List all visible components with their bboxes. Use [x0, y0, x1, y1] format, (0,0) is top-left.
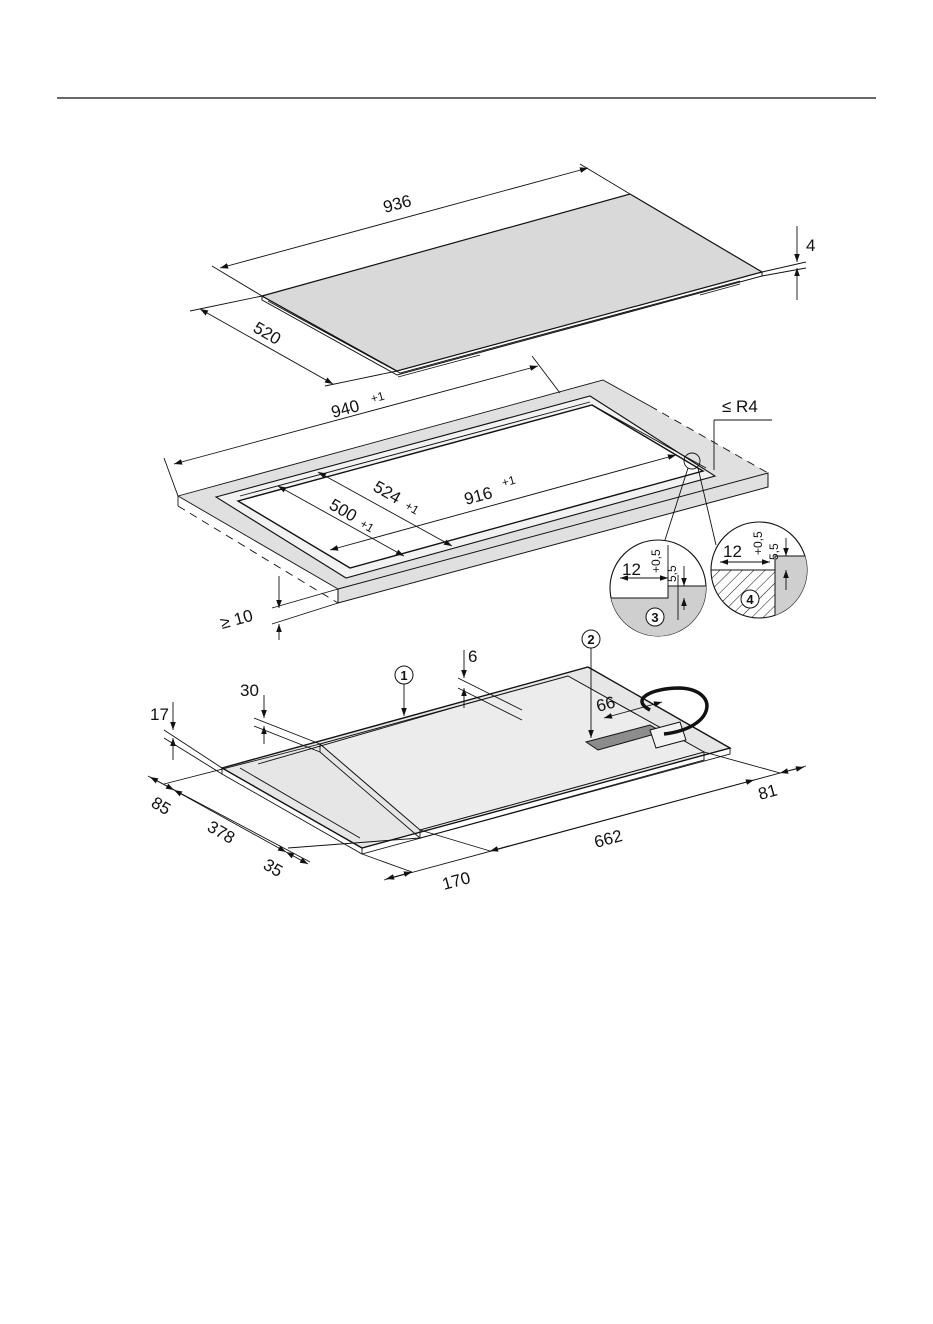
- dim-940-label: 940: [329, 396, 361, 422]
- dim-10-label: ≥ 10: [218, 606, 255, 633]
- dim-35-label: 35: [260, 855, 286, 881]
- detail-4: 12 +0,5 5,5 4: [705, 522, 815, 636]
- dim-662-label: 662: [592, 826, 624, 852]
- callout-3: 3: [651, 610, 658, 625]
- detail-3-tolerance: +0,5: [649, 549, 663, 573]
- dim-30-label: 30: [240, 681, 259, 700]
- dim-936-label: 936: [381, 191, 413, 217]
- detail-3-depth: 5,5: [665, 565, 679, 582]
- detail-3: 12 +0,5 5,5 3: [605, 540, 720, 650]
- detail-4-tolerance: +0,5: [751, 531, 765, 555]
- dim-520-label: 520: [250, 318, 284, 349]
- callout-2: 2: [587, 632, 594, 647]
- callout-4: 4: [746, 592, 754, 607]
- dim-85-label: 85: [148, 793, 174, 819]
- dim-4-label: 4: [806, 236, 815, 255]
- hob-underside-view: 1 2 6 30 17 66 85 378 35: [148, 630, 806, 894]
- radius-label: ≤ R4: [722, 397, 758, 416]
- dim-940-tolerance: +1: [369, 389, 386, 406]
- dim-170-label: 170: [440, 868, 472, 894]
- hob-glass-panel: [262, 194, 762, 371]
- detail-3-width: 12: [622, 560, 641, 579]
- callout-1: 1: [400, 668, 407, 683]
- detail-4-depth: 5,5: [767, 543, 781, 560]
- dim-17-label: 17: [150, 705, 169, 724]
- detail-4-width: 12: [723, 542, 742, 561]
- dim-6-label: 6: [468, 647, 477, 666]
- dim-81-label: 81: [756, 781, 779, 804]
- hob-top-view: 936 520 4: [190, 164, 815, 386]
